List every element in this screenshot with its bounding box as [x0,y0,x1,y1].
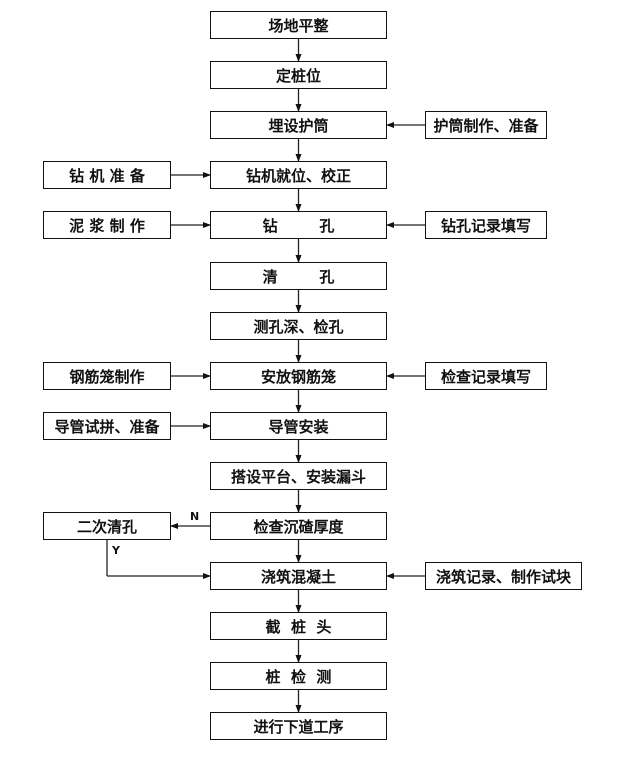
step-drilling: 钻 孔 [210,211,387,239]
step-tremie-install: 导管安装 [210,412,387,440]
step-cage-placing: 安放钢筋笼 [210,362,387,390]
step-casing-burying: 埋设护筒 [210,111,387,139]
step-concrete-pouring: 浇筑混凝土 [210,562,387,590]
input-drilling-record: 钻孔记录填写 [425,211,547,239]
step-depth-measure: 测孔深、检孔 [210,312,387,340]
input-rig-preparation: 钻 机 准 备 [43,161,171,189]
step-hole-cleaning: 清 孔 [210,262,387,290]
input-casing-making: 护筒制作、准备 [425,111,547,139]
step-pile-testing: 桩 检 测 [210,662,387,690]
step-rig-positioning: 钻机就位、校正 [210,161,387,189]
no-label: N [190,510,200,523]
input-cage-making: 钢筋笼制作 [43,362,171,390]
input-tremie-trial: 导管试拼、准备 [43,412,171,440]
step-site-leveling: 场地平整 [210,11,387,39]
branch-secondary-cleaning: 二次清孔 [43,512,171,540]
step-platform-funnel: 搭设平台、安装漏斗 [210,462,387,490]
yes-label: Y [112,544,120,557]
input-slurry-making: 泥 浆 制 作 [43,211,171,239]
step-pile-positioning: 定桩位 [210,61,387,89]
step-next-process: 进行下道工序 [210,712,387,740]
input-pouring-record: 浇筑记录、制作试块 [425,562,582,590]
step-pile-head-cutting: 截 桩 头 [210,612,387,640]
input-inspection-record: 检查记录填写 [425,362,547,390]
step-sediment-check: 检查沉碴厚度 [210,512,387,540]
